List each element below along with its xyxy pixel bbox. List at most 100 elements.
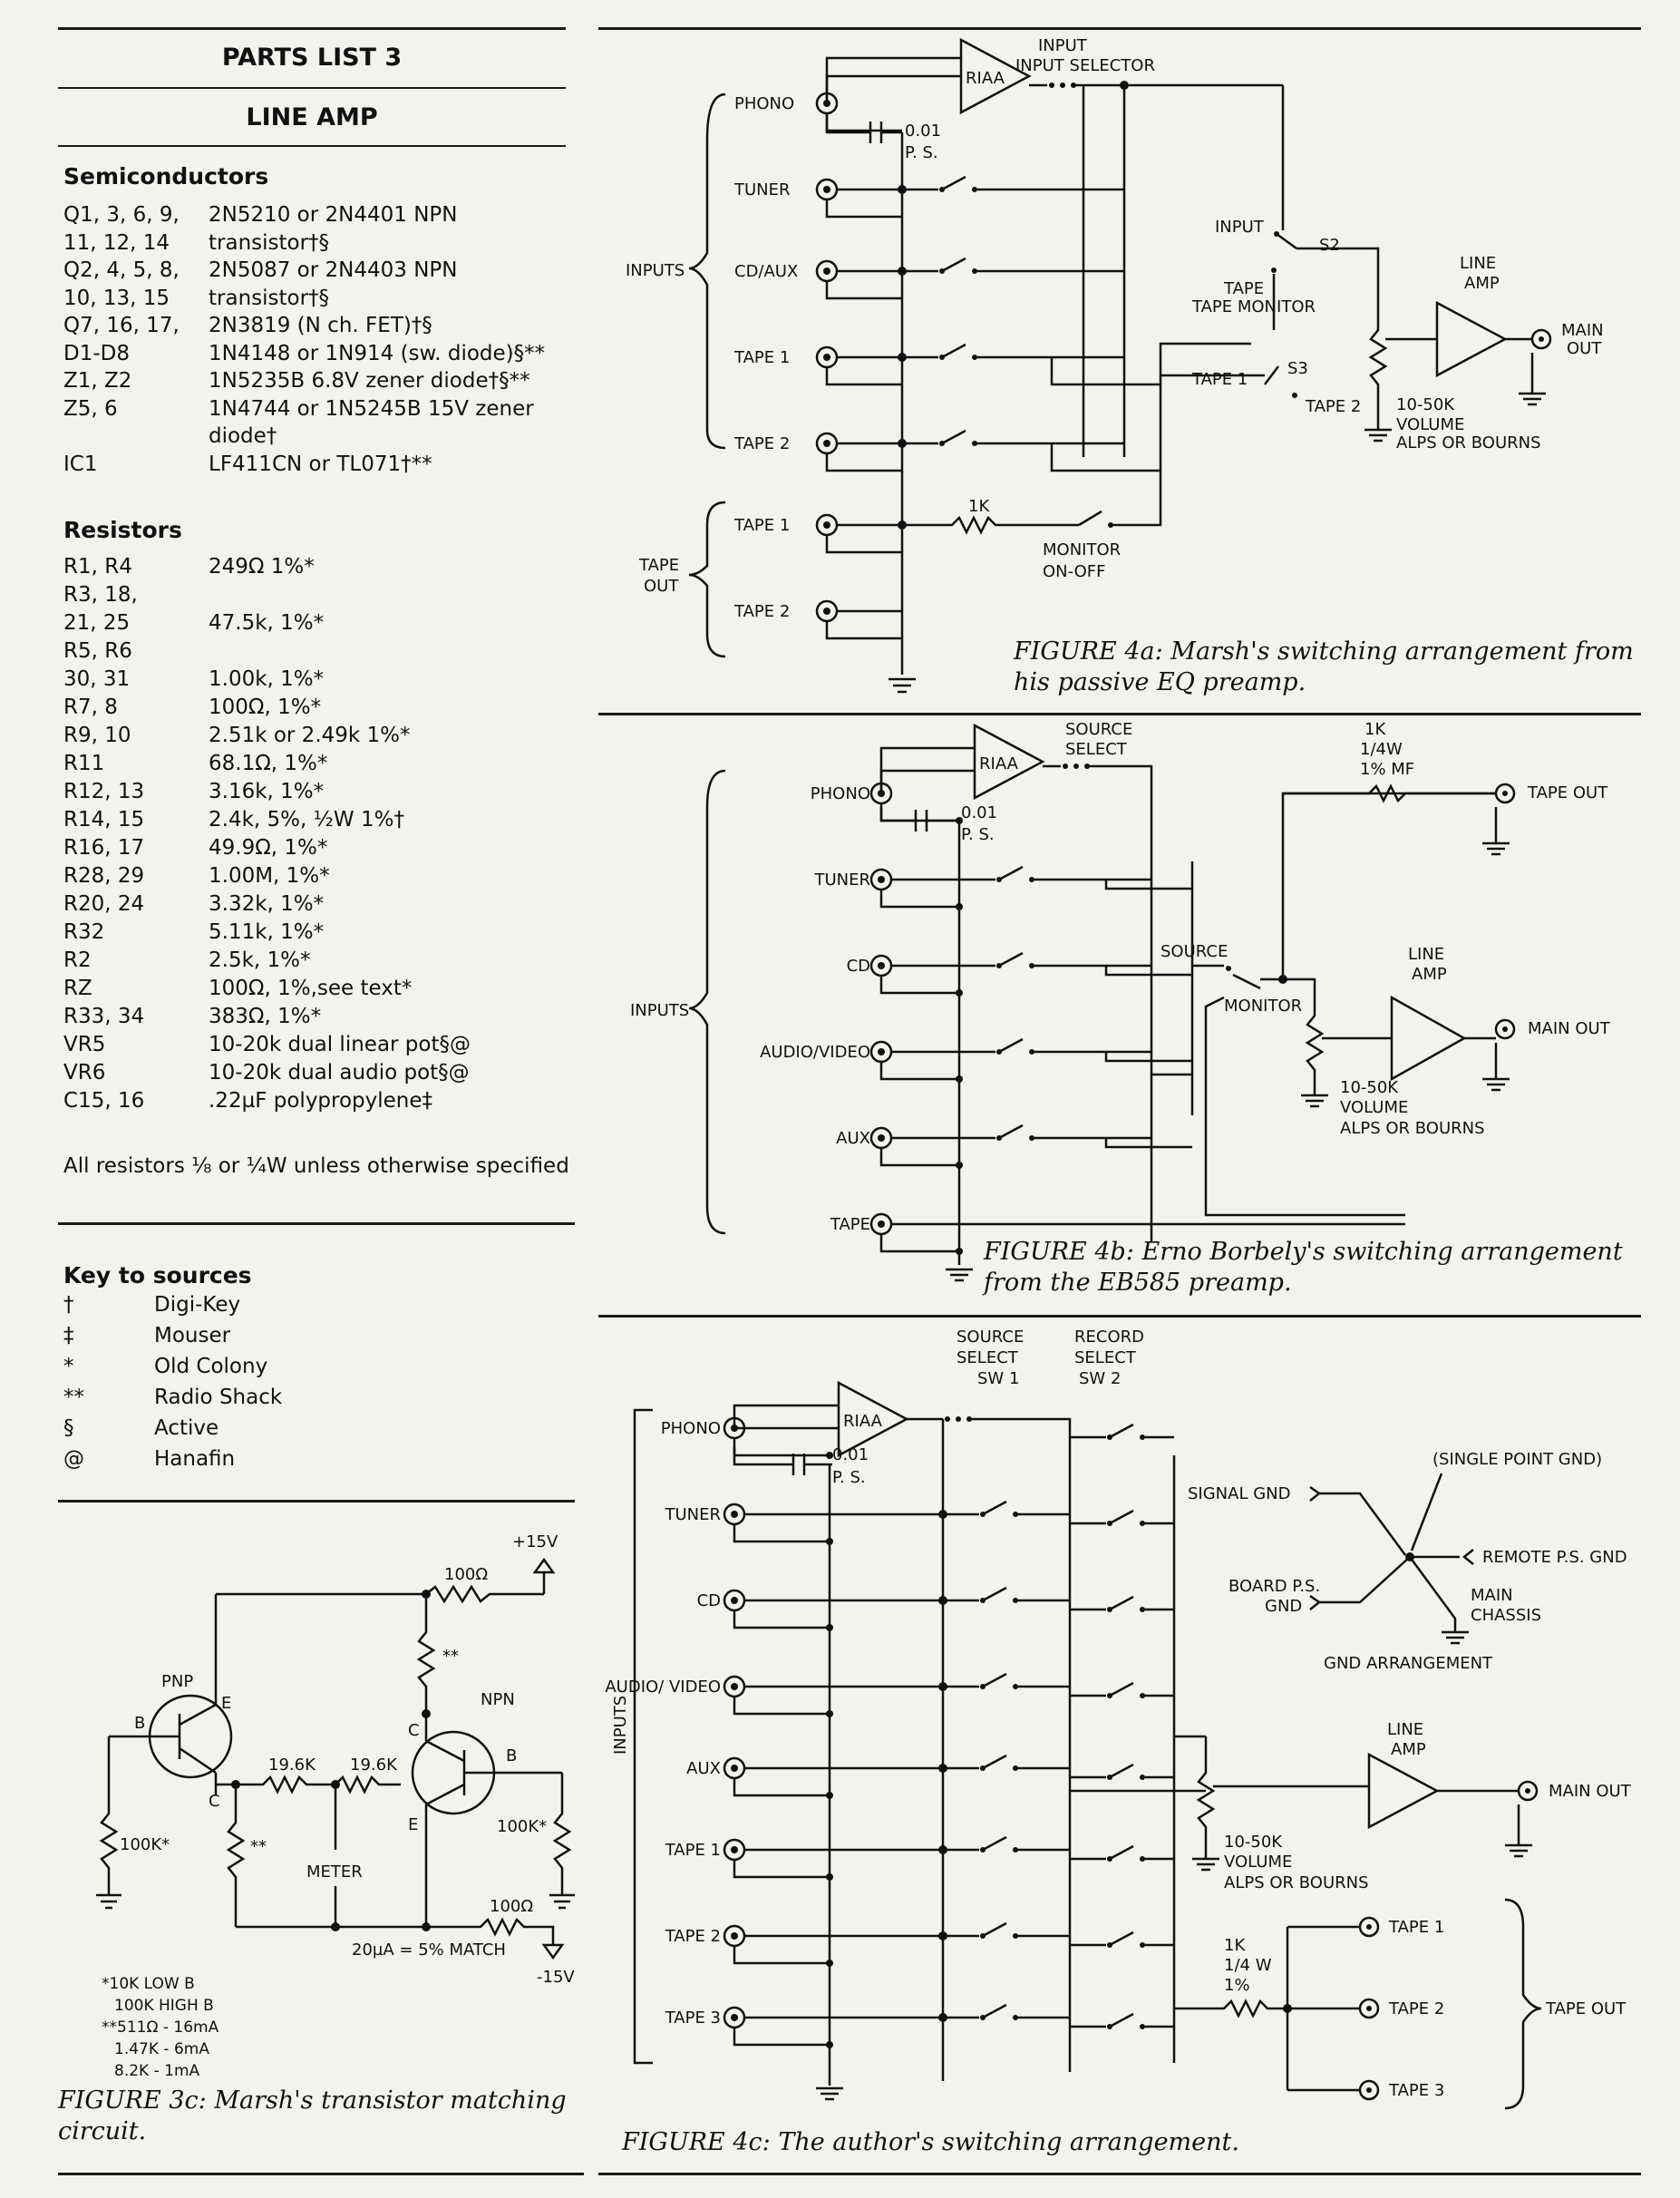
- fig4a-riaa: RIAA: [966, 69, 1005, 88]
- rule-subtitle: [58, 145, 566, 147]
- fig3c-plus15: +15V: [512, 1532, 558, 1551]
- svg-text:INPUT SELECTOR: INPUT SELECTOR: [1015, 56, 1155, 75]
- fig4a-tape-out-label: TAPE: [638, 556, 679, 575]
- fig4c-r1k: 1K: [1224, 1936, 1246, 1955]
- svg-text:SELECT: SELECT: [957, 1348, 1019, 1367]
- fig4b-input-label: PHONO: [811, 784, 870, 803]
- semiconductor-row: Q7, 16, 17,2N3819 (N ch. FET)†§: [63, 314, 432, 337]
- fig4c-cap: 0.01: [832, 1445, 869, 1464]
- fig4c-tape-out-1: TAPE 1: [1388, 1918, 1444, 1937]
- fig4b-r1k: 1K: [1364, 720, 1386, 739]
- fig4c-diagram: SOURCE SELECT SW 1 RECORD SELECT SW 2 RI…: [605, 1328, 1632, 2110]
- rule-key: [58, 1222, 575, 1225]
- svg-text:TAPE MONITOR: TAPE MONITOR: [1191, 297, 1316, 316]
- fig3c-diagram: +15V 100Ω ** PNP B E C 100K* 19.6K 19.6K…: [96, 1532, 575, 1987]
- fig4c-input-label: TAPE 2: [665, 1927, 721, 1946]
- fig3c-npn-b: B: [506, 1746, 517, 1765]
- fig4c-remote-ps: REMOTE P.S. GND: [1482, 1548, 1627, 1567]
- fig4c-board-ps: BOARD P.S.: [1228, 1577, 1320, 1596]
- fig4b-input-label: TUNER: [813, 870, 870, 890]
- fig3c-r100-bot: 100Ω: [490, 1897, 533, 1916]
- fig3c-notes: *10K LOW B 100K HIGH B **511Ω - 16mA 1.4…: [102, 1975, 219, 2080]
- fig4c-line-amp: LINE: [1387, 1720, 1423, 1739]
- rule-top-right: [598, 27, 1641, 30]
- fig4a-ps: P. S.: [905, 143, 938, 162]
- svg-text:SELECT: SELECT: [1074, 1348, 1137, 1367]
- fig4a-inputs-label: INPUTS: [626, 261, 685, 280]
- fig3c-r196a: 19.6K: [268, 1755, 316, 1775]
- fig4a-tape-out-label: TAPE 2: [733, 602, 790, 621]
- svg-text:1%: 1%: [1224, 1976, 1250, 1995]
- key-row: ‡Mouser: [63, 1324, 231, 1347]
- rule-top-left: [58, 27, 566, 30]
- fig4b-source: SOURCE: [1160, 942, 1228, 961]
- svg-text:VOLUME: VOLUME: [1340, 1098, 1408, 1117]
- fig4a-caption: FIGURE 4a: Marsh's switching arrangement…: [1014, 637, 1634, 696]
- fig3c-caption: FIGURE 3c: Marsh's transistor matching c…: [58, 2086, 567, 2145]
- fig4b-diagram: SOURCE SELECT RIAA INPUTS PHONOTUNERCDAU…: [630, 720, 1611, 1282]
- fig3c-pnp-c: C: [209, 1792, 220, 1811]
- semiconductor-row: Q2, 4, 5, 8,2N5087 or 2N4403 NPN: [63, 258, 458, 282]
- svg-text:ALPS OR BOURNS: ALPS OR BOURNS: [1396, 433, 1541, 452]
- semiconductors-heading: Semiconductors: [63, 163, 269, 190]
- fig3c-star2-bot: **: [250, 1837, 267, 1856]
- fig3c-pnp-e: E: [221, 1694, 231, 1713]
- fig4c-gnd-arr: GND ARRANGEMENT: [1324, 1654, 1493, 1673]
- fig4b-input-label: AUDIO/VIDEO: [760, 1043, 870, 1062]
- fig3c-r196b: 19.6K: [350, 1755, 398, 1775]
- fig4a-tape2-pos: TAPE 2: [1305, 397, 1361, 416]
- svg-text:CHASSIS: CHASSIS: [1471, 1606, 1541, 1625]
- fig4a-input-label: TAPE 1: [733, 348, 790, 367]
- fig4c-tape-out-3: TAPE 3: [1388, 2081, 1444, 2100]
- fig3c-npn: NPN: [481, 1690, 515, 1709]
- fig4c-input-label: CD: [697, 1591, 721, 1610]
- fig4b-volume: 10-50K: [1340, 1078, 1399, 1097]
- fig4b-monitor: MONITOR: [1224, 997, 1302, 1016]
- svg-text:1% MF: 1% MF: [1360, 760, 1414, 779]
- fig4c-input-label: AUDIO/ VIDEO: [605, 1678, 721, 1697]
- fig4a-cap: 0.01: [905, 122, 941, 141]
- fig4b-source-select: SOURCE: [1065, 720, 1132, 739]
- rule-4a-4b: [598, 713, 1641, 715]
- svg-text:VOLUME: VOLUME: [1224, 1853, 1292, 1872]
- svg-text:SW 2: SW 2: [1079, 1369, 1121, 1388]
- semiconductor-row: Q1, 3, 6, 9,2N5210 or 2N4401 NPN: [63, 203, 458, 227]
- fig4a-monitor: MONITOR: [1043, 540, 1121, 559]
- fig4c-record-select: RECORD: [1074, 1328, 1144, 1347]
- rule-bottom-left: [58, 2173, 584, 2175]
- svg-text:VOLUME: VOLUME: [1396, 415, 1464, 434]
- svg-text:AMP: AMP: [1391, 1740, 1426, 1759]
- svg-text:ALPS OR BOURNS: ALPS OR BOURNS: [1224, 1873, 1369, 1892]
- fig4a-input-pos: INPUT: [1215, 218, 1265, 237]
- svg-text:SELECT: SELECT: [1065, 740, 1128, 759]
- fig4c-riaa: RIAA: [843, 1412, 883, 1431]
- key-row: **Radio Shack: [63, 1386, 283, 1409]
- resistor-row: R5, R6: [63, 639, 132, 663]
- svg-text:SW 1: SW 1: [977, 1369, 1019, 1388]
- rule-4b-4c: [598, 1315, 1641, 1318]
- fig4b-input-label: CD: [847, 957, 870, 976]
- fig4c-inputs-label: INPUTS: [611, 1696, 630, 1755]
- fig3c-minus15: -15V: [537, 1968, 575, 1987]
- fig4a-s3: S3: [1287, 359, 1308, 378]
- fig4a-input-label: TAPE 2: [733, 434, 790, 453]
- fig4c-input-label: AUX: [686, 1759, 721, 1778]
- svg-text:OUT: OUT: [1567, 339, 1602, 358]
- svg-text:1/4W: 1/4W: [1360, 740, 1403, 759]
- fig4b-line-amp: LINE: [1408, 945, 1444, 964]
- fig3c-pnp: PNP: [161, 1672, 193, 1691]
- key-row: @Hanafin: [63, 1447, 236, 1471]
- fig4a-tape-out-label: TAPE 1: [733, 516, 790, 535]
- fig4c-signal-gnd: SIGNAL GND: [1188, 1484, 1290, 1503]
